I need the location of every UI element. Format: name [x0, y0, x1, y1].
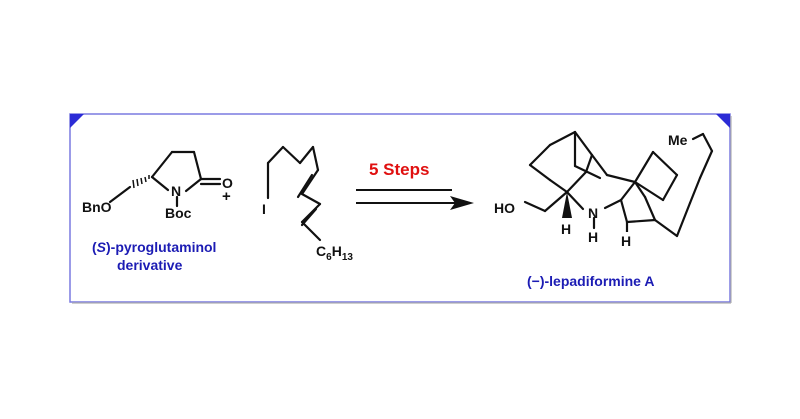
- reactant-2-structure: [266, 145, 322, 242]
- product-nitrogen-label: N: [588, 205, 598, 221]
- benzyloxy-label: BnO: [82, 199, 112, 215]
- hydrogen-label-1: H: [561, 221, 571, 237]
- corner-marker-top-left: [70, 114, 84, 128]
- reactant-1-caption-line1: (S)-pyroglutaminol: [92, 239, 216, 255]
- product-structure: [523, 130, 714, 238]
- corner-marker-top-right: [716, 114, 730, 128]
- nitrogen-label: N: [171, 183, 181, 199]
- scheme-frame: [69, 113, 731, 303]
- hydrogen-label-2: H: [588, 229, 598, 245]
- plus-sign: +: [222, 188, 231, 205]
- steps-label: 5 Steps: [369, 160, 429, 179]
- reactant-1-structure: [108, 150, 222, 208]
- boc-label: Boc: [165, 205, 192, 221]
- wedge-bond-h1: [562, 192, 572, 218]
- methyl-label: Me: [668, 132, 688, 148]
- product-caption: (−)-lepadiformine A: [527, 273, 654, 289]
- reactant-1-caption-line2: derivative: [117, 257, 183, 273]
- hydroxyl-label: HO: [494, 200, 515, 216]
- iodine-label: I: [262, 201, 266, 217]
- reaction-arrowhead: [450, 196, 474, 210]
- hydrogen-label-3: H: [621, 233, 631, 249]
- hashed-wedge-bond: [132, 175, 150, 189]
- reaction-arrow: [356, 189, 456, 204]
- carbonyl-oxygen-label: O: [222, 175, 233, 191]
- hexyl-label: C6H13: [316, 243, 353, 263]
